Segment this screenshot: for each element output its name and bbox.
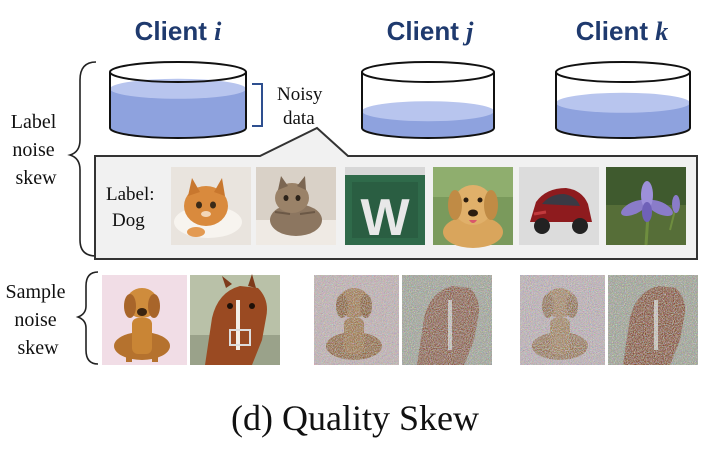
client-k-title: Client k [576, 16, 668, 46]
container-rim [555, 61, 691, 83]
cat-image-2 [256, 167, 336, 245]
container-outline [109, 72, 247, 139]
client-j-container [361, 61, 495, 139]
dog-image [433, 167, 513, 248]
water-surface [110, 78, 246, 99]
toy-car-image [519, 167, 599, 245]
container-rim [361, 61, 495, 83]
horse-clean-image [190, 274, 280, 365]
sample-pair-client-i [102, 274, 280, 365]
client-k-container [555, 61, 691, 139]
noisy-data-bracket [252, 83, 263, 127]
sample-pair-client-k [520, 275, 698, 365]
water-body [556, 102, 690, 138]
water-surface [362, 101, 494, 122]
client-i-title: Client i [135, 16, 222, 46]
client-i-container [109, 61, 247, 139]
container-rim [109, 61, 247, 83]
cat-image-1 [171, 167, 251, 245]
water-body [110, 88, 246, 138]
figure-caption: (d) Quality Skew [231, 398, 479, 438]
label-noise-skew-label: Label noise skew [11, 111, 62, 189]
sample-pair-client-j [314, 275, 492, 365]
letter-w-sign-image: W [345, 167, 425, 247]
container-outline [555, 72, 691, 139]
container-outline [361, 72, 495, 139]
golden-retriever-noisy-image-2 [520, 275, 605, 365]
horse-noisy-image-2 [608, 275, 698, 365]
water-surface [556, 92, 690, 113]
sample-noise-skew-label: Sample noise skew [6, 281, 71, 359]
noisy-data-label: Noisy data [277, 84, 327, 129]
golden-retriever-noisy-image [314, 275, 399, 365]
horse-noisy-image [402, 275, 492, 365]
label-noise-brace [67, 61, 97, 257]
panel-label: Label: Dog [106, 184, 159, 231]
golden-retriever-clean-image [102, 275, 187, 365]
client-j-title: Client j [387, 16, 474, 46]
sign-letter: W [360, 189, 410, 247]
iris-flower-image [606, 167, 686, 246]
sample-noise-brace [75, 271, 99, 365]
